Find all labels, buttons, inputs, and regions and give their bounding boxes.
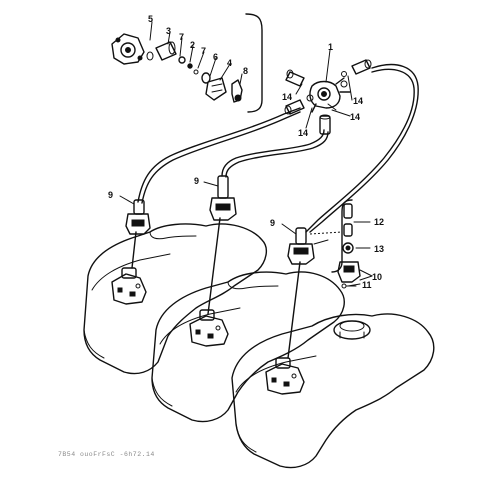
callout-11: 11 <box>362 280 372 290</box>
callout-6: 6 <box>213 52 218 62</box>
callout-9-right: 9 <box>270 218 275 228</box>
clip-ring <box>341 71 347 77</box>
tank-connector-middle <box>189 309 229 347</box>
fuel-tank-middle <box>151 271 345 423</box>
hose-joint-14-d <box>319 114 331 135</box>
exploded-view-group <box>111 13 263 113</box>
fuel-joint-assembly <box>306 77 351 113</box>
callout-7b: 7 <box>201 46 206 56</box>
connector-9-right <box>287 227 329 265</box>
callout-13: 13 <box>374 244 384 254</box>
connector-9-middle <box>209 175 237 221</box>
fuel-line-middle <box>207 129 329 315</box>
callout-9-middle: 9 <box>194 176 199 186</box>
callout-1: 1 <box>328 42 333 52</box>
callout-8: 8 <box>243 66 248 76</box>
hose-joint-14-a <box>285 69 305 87</box>
hose-joint-14-b <box>351 59 372 75</box>
callout-4: 4 <box>227 58 232 68</box>
callout-5: 5 <box>148 14 153 24</box>
callout-14-a: 14 <box>282 92 292 102</box>
callout-labels: 5 3 7 2 7 6 4 8 1 14 14 14 14 9 9 9 12 1… <box>108 14 384 290</box>
callout-2: 2 <box>190 40 195 50</box>
clip-pin <box>327 103 337 111</box>
callout-9-left: 9 <box>108 190 113 200</box>
fuel-tank-right <box>231 313 435 469</box>
callout-14-c: 14 <box>350 112 360 122</box>
tank-connector-left <box>111 267 147 305</box>
callout-12: 12 <box>374 217 384 227</box>
diagram-caption: 7B54 ouoFrFsC -6h72.14 <box>58 451 155 458</box>
callout-10: 10 <box>372 272 382 282</box>
connector-9-left <box>125 199 151 235</box>
leader-lines <box>119 21 373 287</box>
callout-7: 7 <box>179 32 184 42</box>
hose-joint-14-c <box>284 99 305 115</box>
callout-14-b: 14 <box>353 96 363 106</box>
callout-14-d: 14 <box>298 128 308 138</box>
fuel-tank-left <box>83 223 268 375</box>
tank-connector-right <box>265 357 305 395</box>
callout-3: 3 <box>166 26 171 36</box>
fuel-line-left <box>131 107 301 269</box>
